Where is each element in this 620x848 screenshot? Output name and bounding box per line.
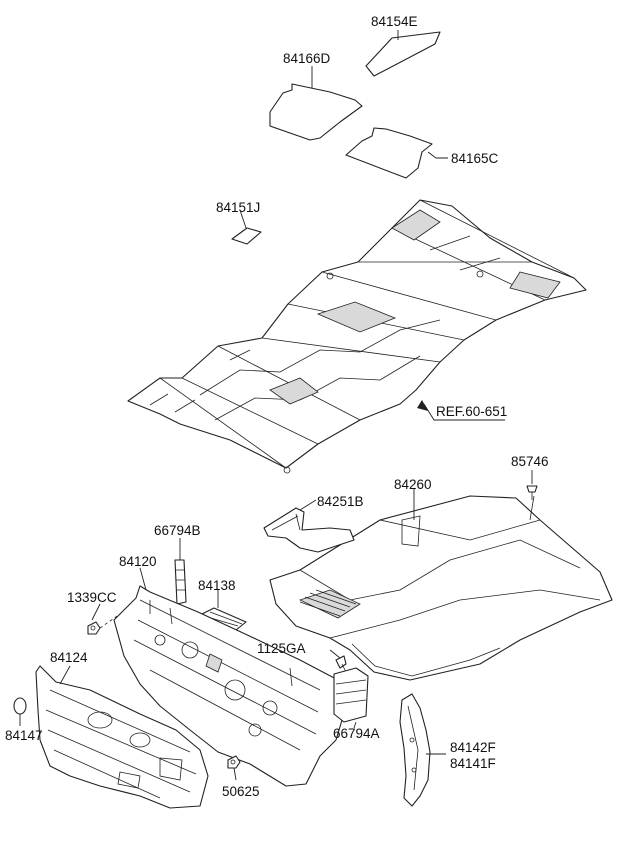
nut-1339CC [87, 621, 101, 635]
trim-84142F-84141F [399, 693, 431, 807]
mat-84166D [269, 83, 363, 141]
nut-50625 [227, 755, 241, 769]
label-84151J: 84151J [216, 200, 260, 215]
label-84138: 84138 [198, 578, 236, 593]
mat-84154E [365, 31, 441, 77]
clip-85746 [526, 485, 538, 500]
pad-84151J [231, 227, 262, 245]
label-85746: 85746 [511, 454, 549, 469]
label-84154E: 84154E [371, 14, 418, 29]
bracket-66794B [174, 559, 187, 605]
part-labels: 84154E 84166D 84165C 84151J REF.60-651 8… [5, 14, 549, 799]
plug-84147 [13, 697, 27, 715]
pad-84124 [35, 665, 209, 809]
bolt-1125GA [335, 655, 347, 673]
label-84260: 84260 [394, 477, 432, 492]
label-66794A: 66794A [333, 726, 380, 741]
carpet-84260 [269, 495, 613, 681]
label-84147: 84147 [5, 728, 43, 743]
label-84165C: 84165C [451, 151, 499, 166]
floor-pan-assembly [127, 199, 587, 474]
label-84166D: 84166D [283, 51, 331, 66]
label-84251B: 84251B [317, 494, 364, 509]
block-66794A [333, 667, 369, 723]
label-ref-60-651: REF.60-651 [436, 404, 507, 419]
label-84124: 84124 [50, 650, 88, 665]
pad-84251B [263, 507, 355, 553]
label-1125GA: 1125GA [257, 641, 306, 656]
label-84120: 84120 [119, 554, 157, 569]
leader-lines [19, 30, 533, 781]
label-50625: 50625 [222, 784, 260, 799]
label-1339CC: 1339CC [67, 590, 117, 605]
ref-leader [423, 403, 505, 421]
mat-84165C [345, 127, 433, 179]
label-84141F: 84141F [450, 756, 496, 771]
label-66794B: 66794B [154, 523, 201, 538]
dash-panel-84120 [113, 585, 349, 787]
label-84142F: 84142F [450, 740, 496, 755]
